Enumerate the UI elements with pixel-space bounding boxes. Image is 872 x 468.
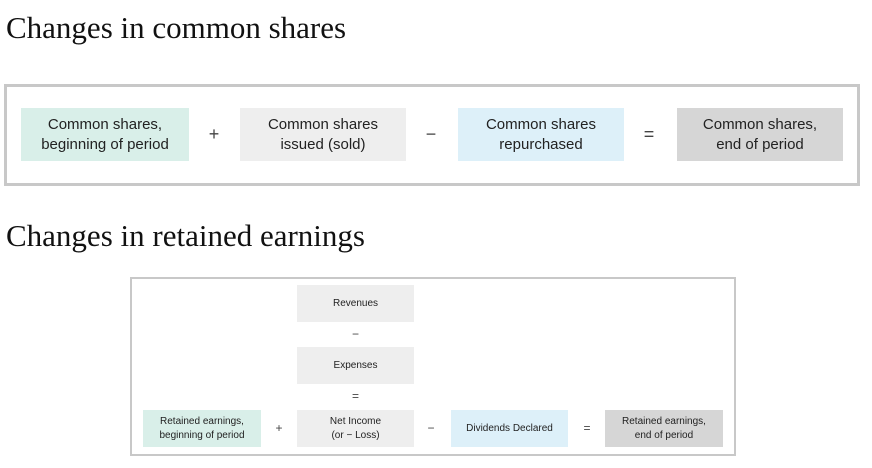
plus-operator: + (208, 124, 220, 144)
revenues-box: Revenues (297, 285, 414, 322)
common-shares-title: Changes in common shares (6, 10, 347, 45)
retained-earnings-title: Changes in retained earnings (6, 218, 365, 253)
common-shares-beginning-box: Common shares, beginning of period (21, 108, 189, 161)
minus-operator: − (351, 326, 359, 341)
retained-earnings-ending-box: Retained earnings, end of period (605, 410, 723, 447)
equals-operator: = (351, 388, 359, 403)
retained-earnings-beginning-box: Retained earnings, beginning of period (143, 410, 261, 447)
equals-operator: = (643, 124, 655, 144)
common-shares-repurchased-box: Common shares repurchased (458, 108, 624, 161)
plus-operator: + (275, 421, 283, 436)
minus-operator: − (427, 421, 435, 436)
expenses-box: Expenses (297, 347, 414, 384)
common-shares-issued-box: Common shares issued (sold) (240, 108, 406, 161)
equals-operator: = (583, 421, 591, 436)
common-shares-ending-box: Common shares, end of period (677, 108, 843, 161)
dividends-declared-box: Dividends Declared (451, 410, 568, 447)
net-income-box: Net Income (or − Loss) (297, 410, 414, 447)
minus-operator: − (425, 124, 437, 144)
